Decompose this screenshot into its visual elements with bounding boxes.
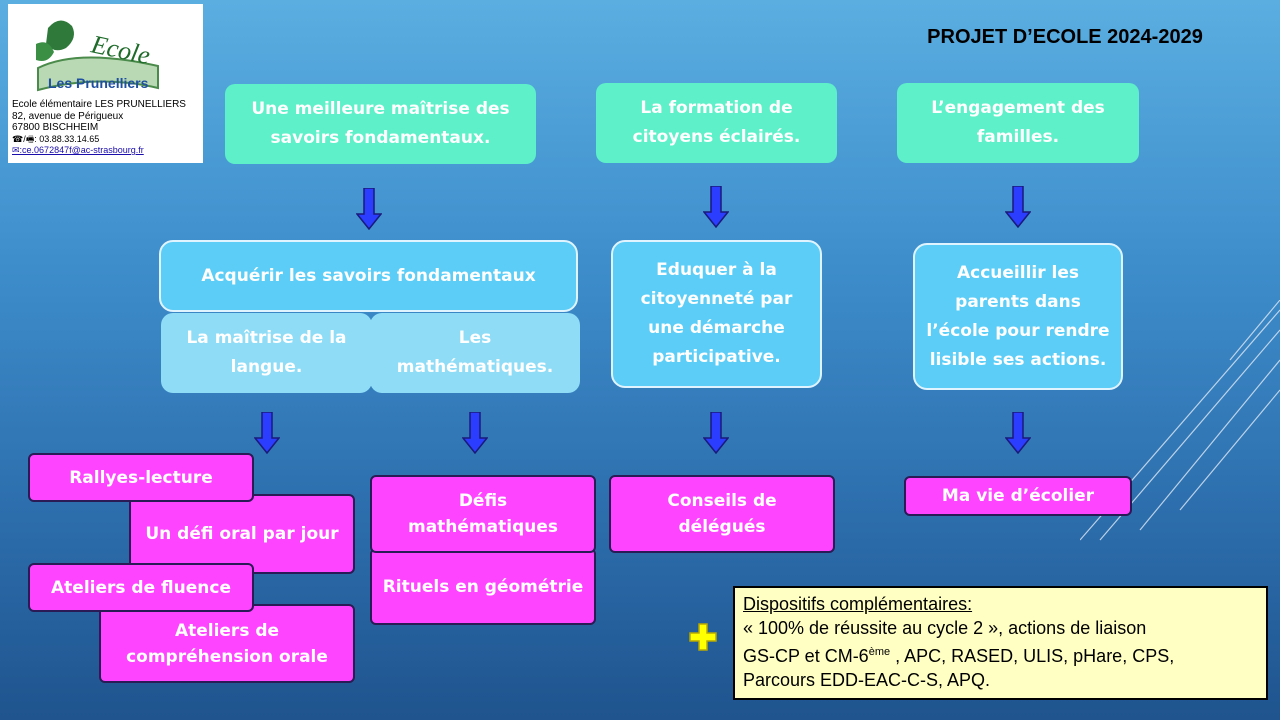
school-email-link[interactable]: ✉:ce.0672847f@ac-strasbourg.fr: [12, 145, 144, 155]
school-name: Ecole élémentaire LES PRUNELLIERS: [12, 99, 186, 110]
page-title: PROJET D’ECOLE 2024-2029: [927, 26, 1203, 48]
school-address: 82, avenue de Périgueux: [12, 110, 124, 122]
down-arrow-icon: [462, 412, 488, 454]
action-rallyes-lecture: Rallyes-lecture: [28, 453, 254, 502]
axis-citoyens: La formation de citoyens éclairés.: [596, 83, 837, 163]
axis-savoirs: Une meilleure maîtrise des savoirs fonda…: [225, 84, 536, 164]
down-arrow-icon: [703, 412, 729, 454]
dispositifs-line-1: « 100% de réussite au cycle 2 », actions…: [743, 618, 1147, 638]
action-comprehension-orale: Ateliers de compréhension orale: [99, 604, 355, 683]
dispositifs-complementaires: Dispositifs complémentaires: « 100% de r…: [733, 586, 1268, 700]
axis-familles: L’engagement des familles.: [897, 83, 1139, 163]
action-defis-mathematiques: Défis mathématiques: [370, 475, 596, 553]
logo-word-prunelliers: Les Prunelliers: [48, 75, 149, 91]
school-phone: ☎/🖷: 03.88.33.14.65: [12, 133, 100, 144]
action-vie-ecolier: Ma vie d’écolier: [904, 476, 1132, 516]
dispositifs-heading: Dispositifs complémentaires:: [743, 594, 973, 614]
objective-maths: Les mathématiques.: [370, 313, 580, 393]
action-rituels-geometrie: Rituels en géométrie: [370, 548, 596, 625]
dispositifs-line-2: GS-CP et CM-6ème , APC, RASED, ULIS, pHa…: [743, 646, 1175, 666]
down-arrow-icon: [254, 412, 280, 454]
action-defi-oral: Un défi oral par jour: [129, 494, 355, 574]
action-fluence: Ateliers de fluence: [28, 563, 254, 612]
objective-parents: Accueillir les parents dans l’école pour…: [913, 243, 1123, 390]
down-arrow-icon: [1005, 412, 1031, 454]
plus-icon: [689, 623, 717, 651]
dispositifs-line-3: Parcours EDD-EAC-C-S, APQ.: [743, 670, 991, 690]
school-city: 67800 BISCHHEIM: [12, 122, 99, 133]
down-arrow-icon: [703, 186, 729, 228]
objective-savoirs: Acquérir les savoirs fondamentaux: [159, 240, 578, 312]
down-arrow-icon: [356, 188, 382, 230]
school-logo-card: Ecole Les Prunelliers Ecole élémentaire …: [8, 4, 203, 163]
school-logo: Ecole Les Prunelliers: [18, 8, 168, 96]
objective-langue: La maîtrise de la langue.: [161, 313, 372, 393]
down-arrow-icon: [1005, 186, 1031, 228]
objective-citoyennete: Eduquer à la citoyenneté par une démarch…: [611, 240, 822, 388]
action-conseils-delegues: Conseils de délégués: [609, 475, 835, 553]
